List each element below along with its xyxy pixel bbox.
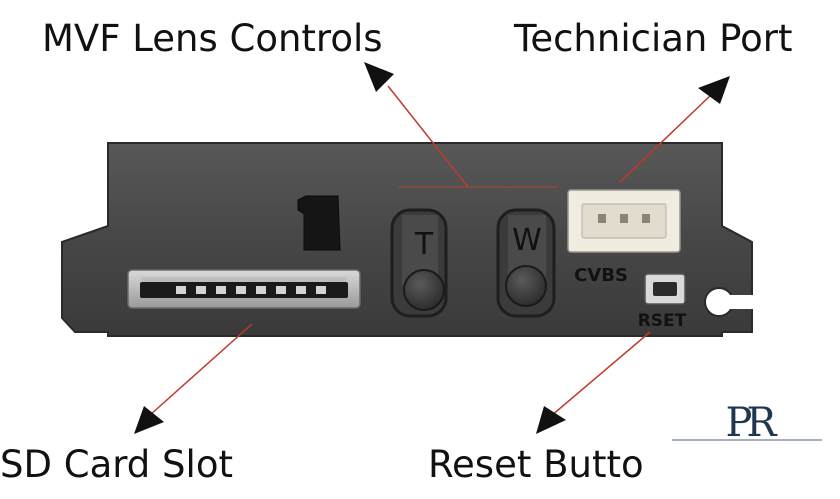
mvf-lens-controls-label: MVF Lens Controls bbox=[42, 17, 383, 60]
sd-card-slot-label: SD Card Slot bbox=[0, 443, 233, 486]
reset-arrow-line bbox=[550, 331, 651, 417]
reset-label: RSET bbox=[638, 311, 687, 331]
tech-arrow-line bbox=[619, 93, 713, 183]
tech-arrowhead bbox=[698, 76, 730, 104]
logo-monogram: PR bbox=[725, 400, 778, 446]
logo: PR bbox=[672, 400, 822, 446]
reset-button-label: Reset Butto bbox=[428, 443, 644, 486]
cvbs-connector bbox=[567, 189, 681, 253]
sd-arrowhead bbox=[134, 406, 164, 434]
reset-arrowhead bbox=[536, 406, 566, 434]
zoom-wide-label: W bbox=[512, 223, 542, 258]
technician-port-label: Technician Port bbox=[514, 17, 793, 60]
zoom-tele-control[interactable] bbox=[390, 208, 448, 318]
zoom-wide-control[interactable] bbox=[496, 208, 556, 318]
mvf-arrowhead bbox=[364, 62, 394, 92]
reset-button[interactable] bbox=[644, 273, 686, 305]
sd-card-icon bbox=[297, 195, 341, 251]
zoom-tele-label: T bbox=[414, 227, 434, 262]
cvbs-label: CVBS bbox=[574, 265, 628, 286]
sd-card-slot bbox=[127, 269, 361, 309]
mvf-arrow-line bbox=[387, 85, 469, 188]
sd-arrow-line bbox=[149, 323, 253, 416]
mounting-hole-notch bbox=[719, 295, 753, 309]
